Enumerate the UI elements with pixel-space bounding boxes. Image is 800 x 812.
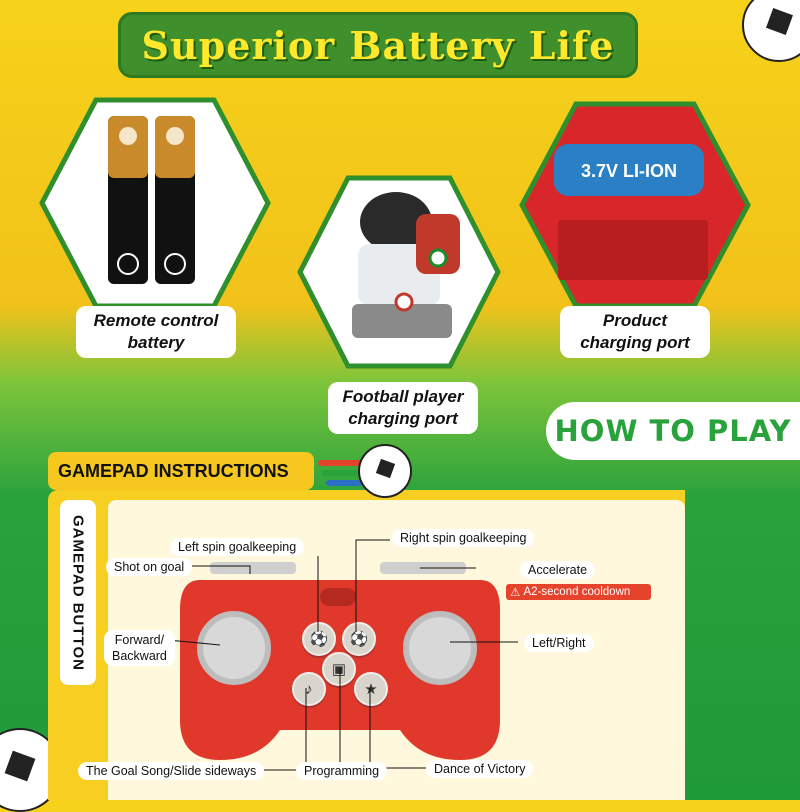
gamepad-button-side-label: GAMEPAD BUTTON — [60, 500, 96, 685]
gamepad-instructions-header: GAMEPAD INSTRUCTIONS — [48, 452, 314, 490]
header-stripe-green — [322, 470, 362, 476]
forward-backward-callout: Forward/ Backward — [104, 630, 175, 666]
programming-callout: Programming — [296, 762, 388, 780]
header-stripe-red — [318, 460, 362, 466]
product-charging-panel: 3.7V LI-ION — [519, 101, 751, 309]
right-spin-button[interactable]: ⚽ — [342, 622, 376, 656]
left-right-callout: Left/Right — [524, 634, 594, 652]
dance-button[interactable]: ★ — [354, 672, 388, 706]
remote-battery-panel — [39, 97, 271, 309]
shot-on-goal-callout: Shot on goal — [106, 558, 193, 576]
how-to-play-banner: HOW TO PLAY — [546, 402, 800, 460]
goal-song-button[interactable]: ♪ — [292, 672, 326, 706]
football-player-panel — [297, 175, 501, 369]
left-spin-button[interactable]: ⚽ — [302, 622, 336, 656]
right-joystick[interactable] — [403, 611, 477, 685]
accelerate-callout: Accelerate — [520, 561, 596, 579]
dance-callout: Dance of Victory — [426, 760, 534, 778]
cooldown-warning-badge: ⚠ A2-second cooldown — [506, 584, 651, 600]
header-stripe-blue — [326, 480, 362, 486]
page-title: Superior Battery Life — [141, 22, 615, 68]
battery-spec-text: 3.7V LI-ION — [581, 161, 677, 181]
right-spin-callout: Right spin goalkeeping — [392, 529, 535, 547]
page-title-banner: Superior Battery Life — [118, 12, 638, 78]
football-port-label: Football player charging port — [328, 382, 478, 434]
programming-button[interactable]: ▣ — [322, 652, 356, 686]
product-port-label: Product charging port — [560, 306, 710, 358]
goal-song-callout: The Goal Song/Slide sideways — [78, 762, 265, 780]
soccer-ball-header — [358, 444, 412, 498]
left-joystick[interactable] — [197, 611, 271, 685]
aa-battery-icon — [108, 116, 195, 284]
football-player-figure-icon — [352, 192, 460, 338]
left-spin-callout: Left spin goalkeeping — [170, 538, 305, 556]
remote-battery-label: Remote control battery — [76, 306, 236, 358]
warning-icon: ⚠ — [510, 587, 524, 599]
li-ion-battery-icon — [554, 144, 704, 196]
